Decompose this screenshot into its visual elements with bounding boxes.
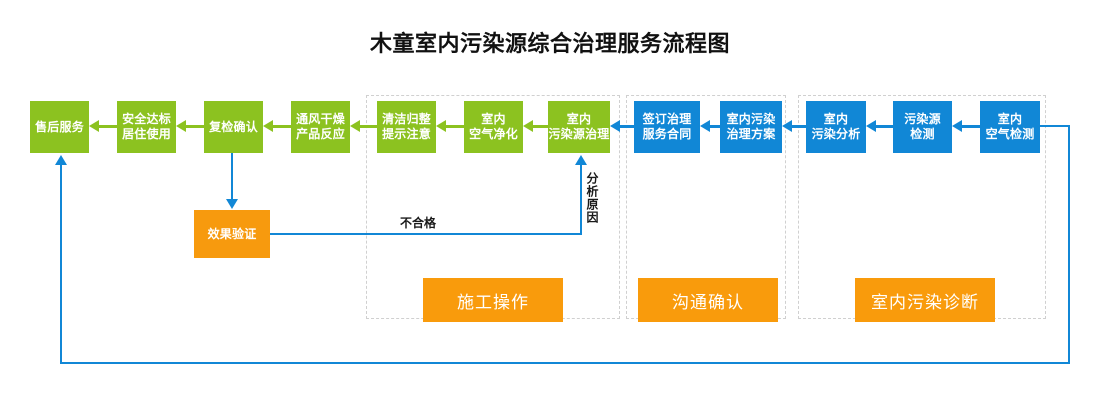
connector-effect-fail-horizontal: [270, 233, 582, 235]
node-label-line1: 室内污染: [726, 112, 776, 126]
connector-recheck-to-safe: [186, 125, 204, 128]
section-label-text: 施工操作: [457, 292, 529, 312]
section-label-text: 室内污染诊断: [871, 292, 979, 312]
node-label-line1: 签订治理: [642, 112, 692, 126]
connector-plan-to-contract: [710, 125, 720, 128]
connector-recheck-to-effect: [231, 153, 233, 201]
node-indoor-treatment-plan[interactable]: 室内污染 治理方案: [720, 101, 782, 153]
node-label-line2: 检测: [910, 127, 935, 141]
arrowhead-purify-to-clean-icon: [436, 120, 446, 132]
arrowhead-detection-to-analysis-icon: [866, 120, 876, 132]
node-label-line1: 室内: [823, 112, 849, 126]
connector-contract-to-sourcetreat: [620, 125, 634, 128]
edge-label-fail: 不合格: [400, 216, 437, 230]
arrowhead-ventilate-to-recheck-icon: [263, 120, 273, 132]
connector-analysis-to-plan: [792, 125, 806, 128]
node-label-line2: 空气检测: [985, 127, 1035, 141]
node-label: 售后服务: [35, 119, 84, 134]
connector-loop-top-right: [1040, 125, 1070, 127]
node-label-line1: 室内: [481, 112, 506, 126]
node-label-line2: 污染源治理: [548, 127, 610, 141]
node-indoor-air-detection[interactable]: 室内 空气检测: [980, 101, 1040, 153]
node-label-line1: 通风干燥: [296, 112, 345, 126]
arrowhead-source-to-purify-icon: [523, 120, 533, 132]
connector-loop-right-vertical: [1068, 125, 1070, 364]
node-source-detection[interactable]: 污染源 检测: [893, 101, 952, 153]
arrowhead-plan-to-contract-icon: [700, 120, 710, 132]
node-label-line2: 污染分析: [811, 127, 861, 141]
node-label-line1: 室内: [566, 112, 592, 126]
section-label-communication-confirm[interactable]: 沟通确认: [638, 278, 778, 322]
connector-ventilate-to-recheck: [273, 125, 291, 128]
node-label: 效果验证: [207, 226, 257, 241]
node-indoor-pollution-analysis[interactable]: 室内 污染分析: [806, 101, 866, 153]
node-label-line2: 居住使用: [122, 127, 171, 141]
arrowhead-clean-to-ventilate-icon: [350, 120, 360, 132]
node-ventilate-dry-react[interactable]: 通风干燥 产品反应: [291, 101, 350, 153]
node-recheck-confirm[interactable]: 复检确认: [204, 101, 263, 153]
connector-loop-bottom-horizontal: [60, 362, 1070, 364]
connector-analyze-cause-vertical: [580, 165, 582, 235]
node-sign-service-contract[interactable]: 签订治理 服务合同: [634, 101, 700, 153]
node-label-line1: 室内: [997, 112, 1023, 126]
edge-label-analyze-cause: 分析原因: [585, 172, 599, 224]
node-indoor-air-purify[interactable]: 室内 空气净化: [464, 101, 523, 153]
connector-airdetect-to-detection: [962, 125, 980, 128]
arrowhead-safe-to-aftersales-icon: [89, 120, 99, 132]
node-label: 复检确认: [209, 119, 258, 134]
section-label-construction-operation[interactable]: 施工操作: [423, 278, 563, 322]
node-label-line1: 清洁归整: [382, 112, 431, 126]
connector-clean-to-ventilate: [360, 125, 377, 128]
section-label-text: 沟通确认: [672, 292, 744, 312]
node-safe-standard-living[interactable]: 安全达标 居住使用: [117, 101, 176, 153]
connector-source-to-purify: [533, 125, 548, 128]
node-clean-tidy-notice[interactable]: 清洁归整 提示注意: [377, 101, 436, 153]
node-after-sales-service[interactable]: 售后服务: [30, 101, 89, 153]
arrowhead-analyze-to-sourcetreat-icon: [575, 155, 587, 165]
node-label-line2: 产品反应: [296, 127, 345, 141]
node-label-line1: 污染源: [904, 112, 941, 126]
node-label-line2: 空气净化: [469, 127, 518, 141]
connector-loop-left-vertical: [60, 165, 62, 363]
node-label-line1: 安全达标: [122, 112, 171, 126]
node-effect-verification[interactable]: 效果验证: [194, 210, 270, 258]
section-label-indoor-pollution-diagnosis[interactable]: 室内污染诊断: [855, 278, 995, 322]
arrowhead-analysis-to-plan-icon: [782, 120, 792, 132]
arrowhead-contract-to-sourcetreat-icon: [610, 120, 620, 132]
node-label-line2: 服务合同: [642, 127, 692, 141]
connector-purify-to-clean: [446, 125, 464, 128]
arrowhead-loop-to-aftersales-icon: [55, 155, 67, 165]
arrowhead-airdetect-to-detection-icon: [952, 120, 962, 132]
connector-detection-to-analysis: [876, 125, 893, 128]
connector-safe-to-aftersales: [99, 125, 117, 128]
node-indoor-source-treat[interactable]: 室内 污染源治理: [548, 101, 610, 153]
arrowhead-recheck-to-effect-icon: [226, 199, 238, 209]
node-label-line2: 治理方案: [726, 127, 776, 141]
arrowhead-recheck-to-safe-icon: [176, 120, 186, 132]
page-title: 木童室内污染源综合治理服务流程图: [369, 31, 730, 56]
node-label-line2: 提示注意: [382, 127, 431, 141]
